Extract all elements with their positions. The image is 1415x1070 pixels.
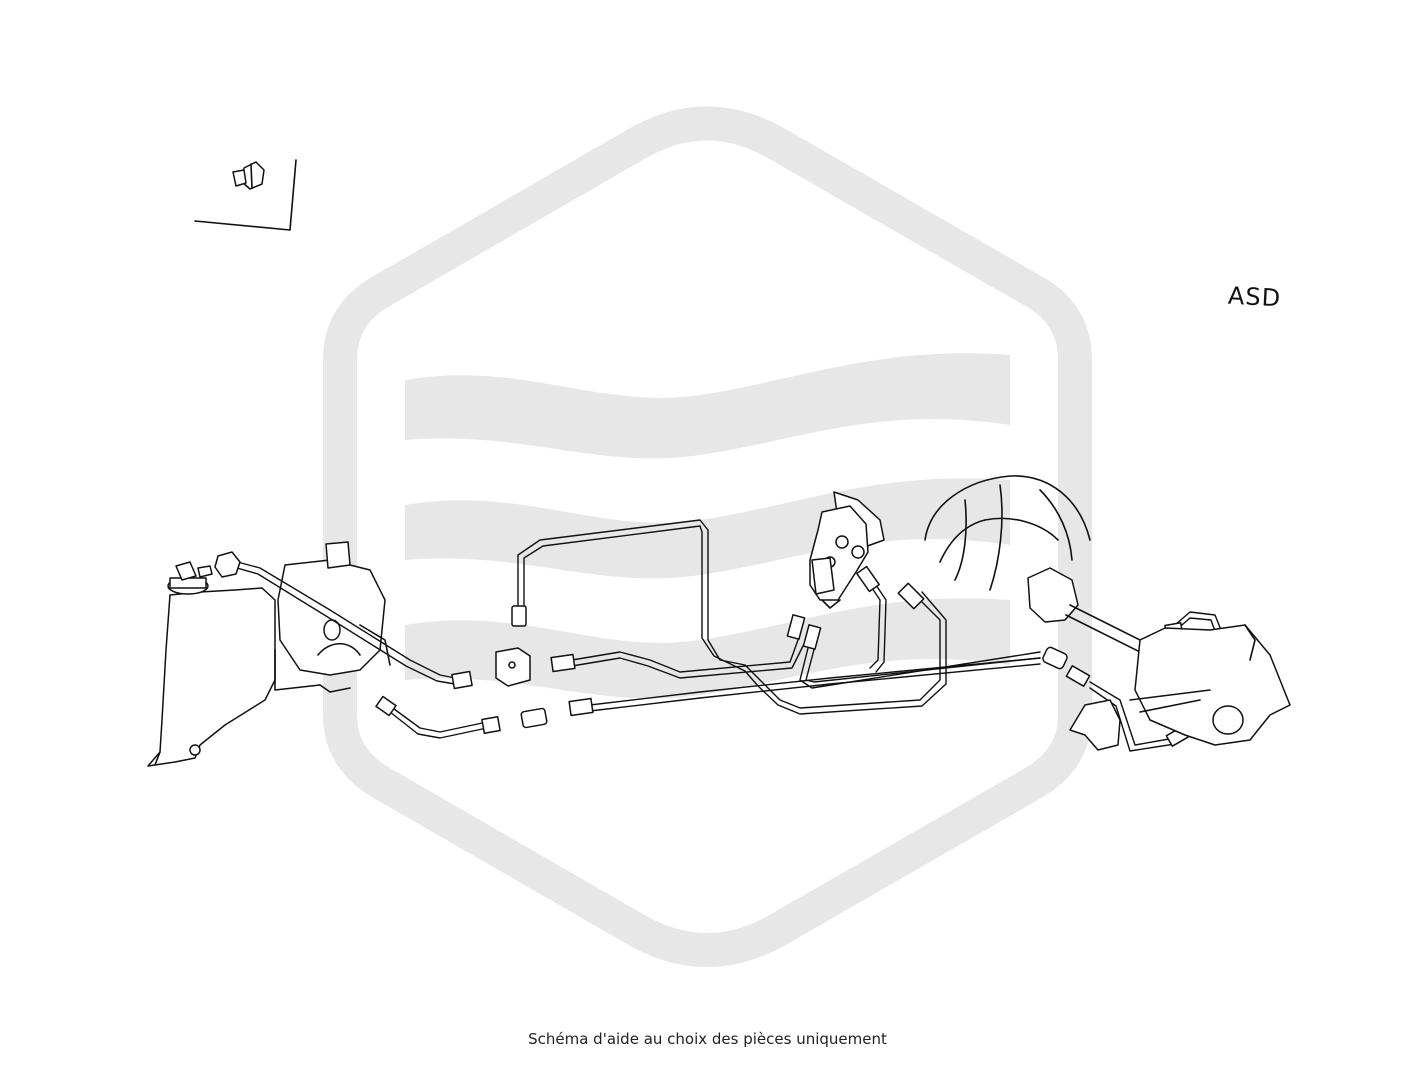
watermark-hexagon — [323, 106, 1092, 967]
fitting-icon — [481, 715, 501, 735]
pipe-fittings — [214, 551, 1231, 747]
brake-fluid-reservoir — [147, 561, 276, 767]
watermark-wave-upper — [405, 353, 1010, 459]
bleed-plug-inset — [194, 159, 297, 231]
fitting-icon — [550, 653, 576, 673]
coupling-sleeve-icon — [520, 707, 548, 729]
rear-brake-drum — [924, 475, 1091, 591]
fitting-icon — [375, 695, 397, 717]
fitting-icon — [511, 605, 527, 627]
flex-hose-end-icon — [1042, 646, 1068, 670]
fitting-icon — [1065, 665, 1091, 687]
pressure-regulator-valve — [809, 491, 885, 609]
bleed-plug-icon — [232, 161, 265, 190]
fitting-icon — [451, 670, 473, 690]
master-cylinder — [274, 541, 391, 693]
watermark-wave-lower — [405, 598, 1010, 699]
fitting-icon — [897, 582, 925, 610]
reservoir-cap-icon — [167, 561, 213, 595]
fitting-icon — [568, 697, 594, 717]
fitting-icon — [856, 565, 880, 593]
diagram-caption: Schéma d'aide au choix des pièces unique… — [528, 1030, 887, 1048]
connector-block-icon — [495, 647, 531, 687]
brake-pipes — [229, 519, 1226, 752]
variant-label: ASD — [1227, 281, 1282, 313]
fitting-icon — [802, 624, 822, 650]
union-nut-icon — [214, 551, 241, 578]
fitting-icon — [786, 614, 806, 640]
rear-axle — [1027, 567, 1291, 751]
